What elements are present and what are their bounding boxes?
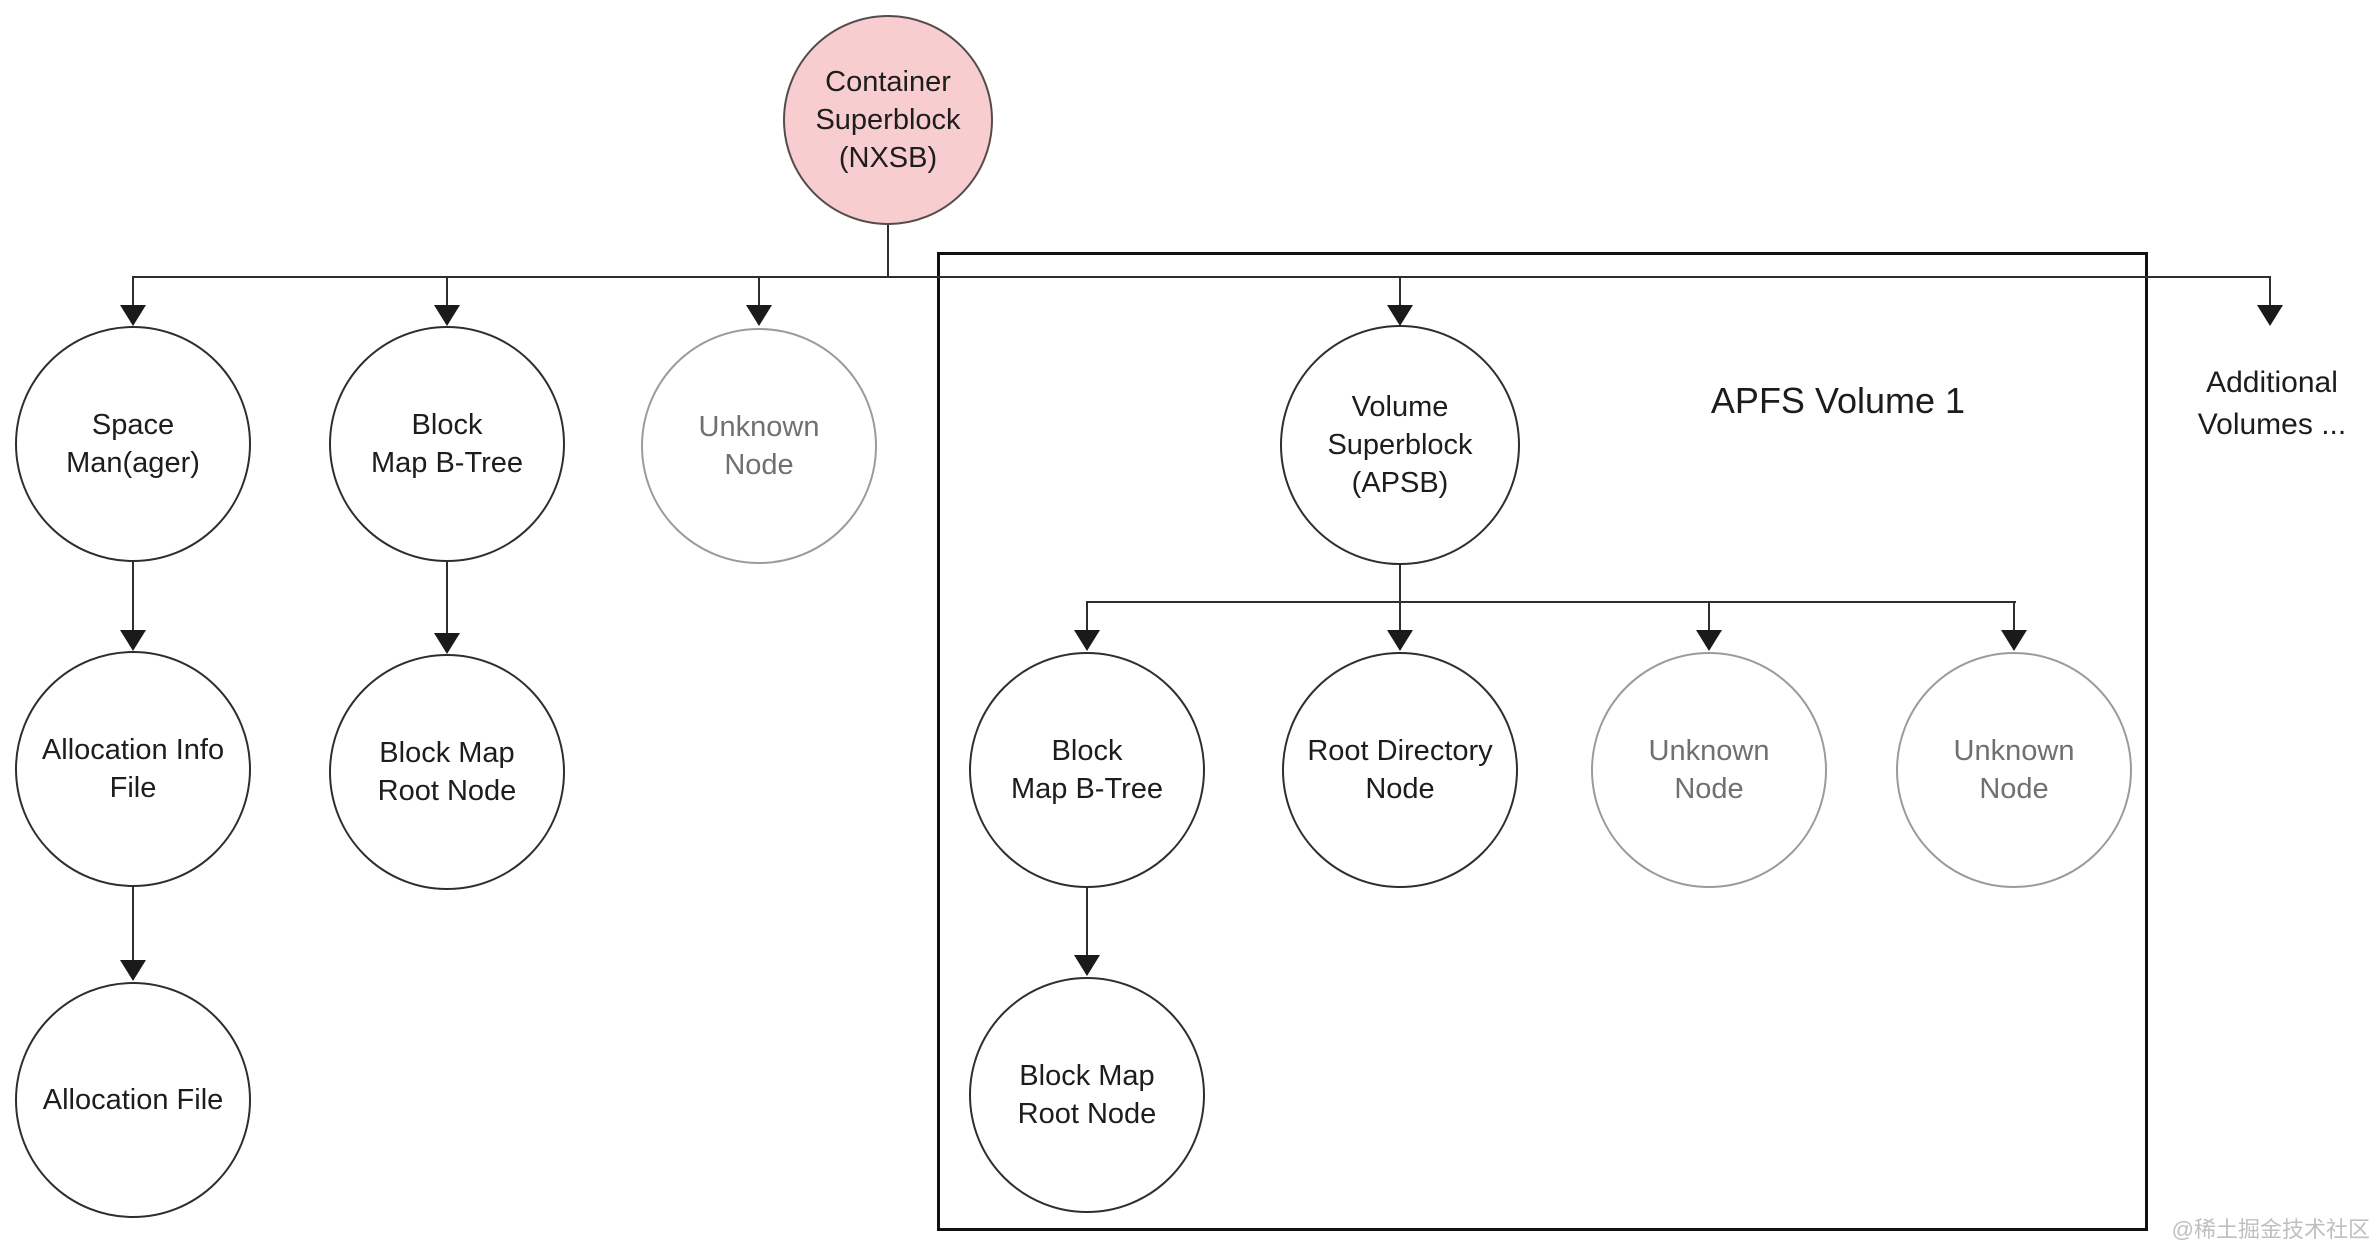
connector-drop-root-directory [1399, 601, 1401, 631]
connector-drop-unknown-volume-2 [2013, 601, 2015, 631]
connector-btree-to-root-volume [1086, 887, 1088, 956]
connector-vsb-drop [1399, 562, 1401, 603]
arrowhead-block-map-btree [434, 305, 460, 326]
connector-drop-block-map-btree [446, 276, 448, 307]
node-space-manager: Space Man(ager) [15, 326, 251, 562]
arrowhead-root-directory [1387, 630, 1413, 651]
watermark-text: @稀土掘金技术社区 [2171, 1217, 2370, 1242]
additional-volumes-label: Additional Volumes ... [2197, 366, 2347, 441]
connector-volume-branch [1086, 601, 2016, 603]
connector-btree-to-root-container [446, 561, 448, 634]
node-volume-superblock: Volume Superblock (APSB) [1280, 325, 1520, 565]
connector-drop-btree-volume [1086, 601, 1088, 631]
arrowhead-unknown-node [746, 305, 772, 326]
arrowhead-unknown-volume-1 [1696, 630, 1722, 651]
arrowhead-block-map-root-volume [1074, 955, 1100, 976]
arrowhead-additional-volumes [2257, 305, 2283, 326]
connector-drop-additional-volumes [2269, 276, 2271, 307]
arrowhead-unknown-volume-2 [2001, 630, 2027, 651]
node-unknown-volume-2: Unknown Node [1896, 652, 2132, 888]
node-block-map-root-container: Block Map Root Node [329, 654, 565, 890]
arrowhead-space-manager [120, 305, 146, 326]
node-block-map-btree-volume: Block Map B-Tree [969, 652, 1205, 888]
node-block-map-root-volume: Block Map Root Node [969, 977, 1205, 1213]
arrowhead-volume-superblock [1387, 305, 1413, 326]
arrowhead-alloc-info [120, 630, 146, 651]
arrowhead-btree-volume [1074, 630, 1100, 651]
node-block-map-btree-container: Block Map B-Tree [329, 326, 565, 562]
node-allocation-info-file: Allocation Info File [15, 651, 251, 887]
connector-nxsb-drop [887, 224, 889, 278]
connector-drop-space-manager [132, 276, 134, 307]
arrowhead-alloc-file [120, 960, 146, 981]
node-root-directory: Root Directory Node [1282, 652, 1518, 888]
node-unknown-container: Unknown Node [641, 328, 877, 564]
apfs-volume-region-label: APFS Volume 1 [1710, 380, 1966, 421]
connector-space-manager-to-alloc-info [132, 561, 134, 631]
connector-alloc-info-to-alloc-file [132, 886, 134, 961]
apfs-volume-region-box [937, 252, 2148, 1231]
connector-drop-unknown-node [758, 276, 760, 307]
node-unknown-volume-1: Unknown Node [1591, 652, 1827, 888]
node-container-superblock: Container Superblock (NXSB) [783, 15, 993, 225]
connector-drop-unknown-volume-1 [1708, 601, 1710, 631]
connector-main-branch [132, 276, 2271, 278]
node-allocation-file: Allocation File [15, 982, 251, 1218]
connector-drop-volume-superblock [1399, 276, 1401, 307]
arrowhead-block-map-root-container [434, 633, 460, 654]
